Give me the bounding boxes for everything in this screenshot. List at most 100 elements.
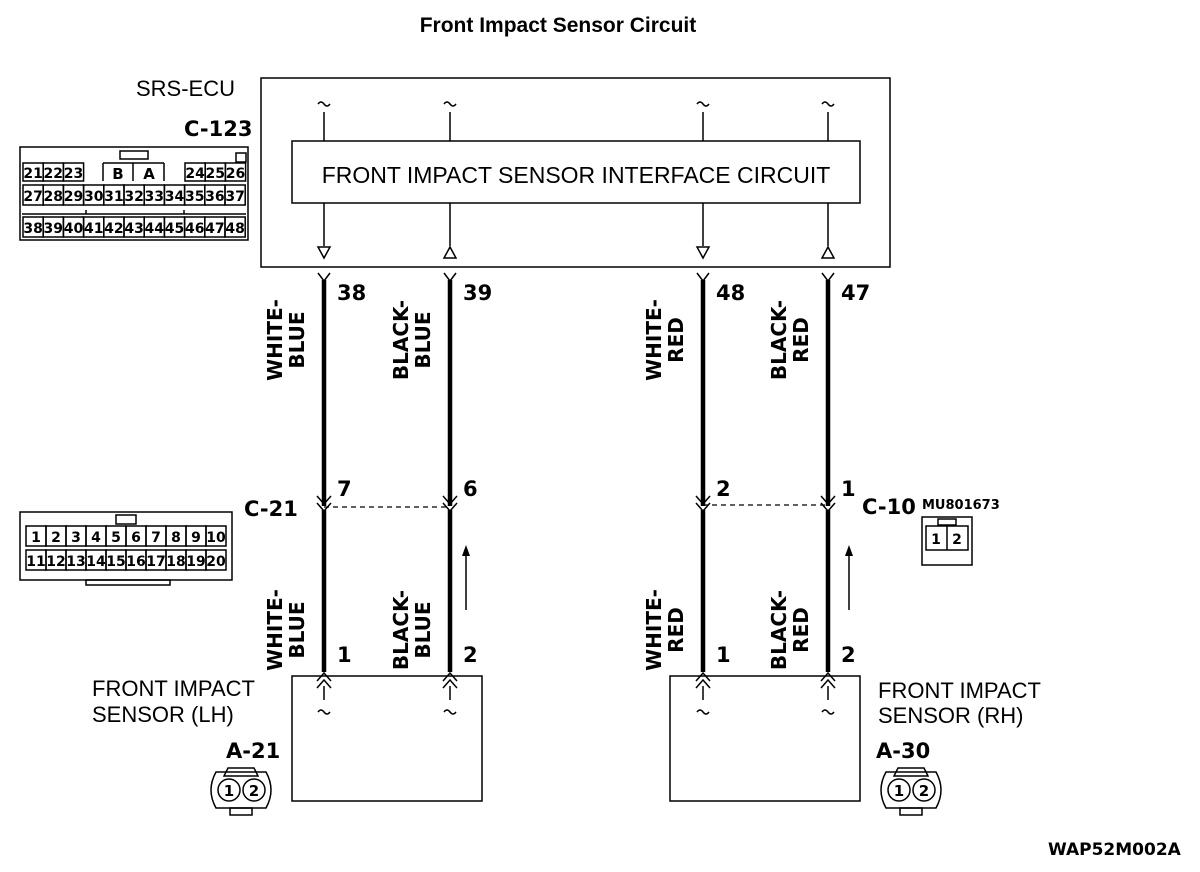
sensor-pin-number-3: 1: [716, 643, 731, 667]
sensor-lh-connector-face: 1 2: [210, 767, 272, 816]
c21-pin-2: 2: [51, 530, 61, 546]
wire-color-label-upper-2: BLACK-BLUE: [389, 300, 435, 380]
mid-pin-number-4: 1: [841, 477, 856, 501]
sensor-pin-number-2: 2: [463, 643, 478, 667]
wire-color-label-lower-1: WHITE-BLUE: [263, 589, 309, 671]
c21-pin-7: 7: [151, 530, 161, 546]
sensor-rh-pin-2: 2: [919, 782, 929, 800]
c123-pin-25: 25: [206, 166, 225, 182]
ecu-pin-number-3: 48: [716, 281, 745, 305]
figure-code: WAP52M002A: [1048, 840, 1182, 860]
c21-pin-9: 9: [191, 530, 201, 546]
ecu-connector-id: C-123: [184, 117, 252, 141]
c123-pin-36: 36: [205, 189, 224, 205]
c21-pin-13: 13: [66, 554, 85, 570]
c21-pin-16: 16: [126, 554, 145, 570]
c21-pin-11: 11: [26, 554, 45, 570]
sensor-lh-pin-1: 1: [224, 782, 234, 800]
sensor-lh-pin-2: 2: [249, 782, 259, 800]
wire-color-label-lower-3: WHITE-RED: [642, 589, 688, 671]
c123-pin-45: 45: [165, 221, 184, 237]
c123-pin-38: 38: [23, 221, 42, 237]
wire-color-label-upper-3: WHITE-RED: [642, 299, 688, 381]
c123-pin-26: 26: [226, 166, 245, 182]
svg-text:RED: RED: [664, 317, 688, 363]
wire-color-label-lower-4: BLACK-RED: [767, 590, 813, 670]
c21-pin-1: 1: [31, 530, 41, 546]
svg-text:BLUE: BLUE: [411, 601, 435, 658]
c123-pin-B: B: [112, 165, 123, 183]
c123-pin-44: 44: [145, 221, 165, 237]
c21-pin-12: 12: [46, 554, 65, 570]
svg-text:RED: RED: [664, 607, 688, 653]
c123-pin-28: 28: [44, 189, 63, 205]
interface-circuit-box: [291, 140, 861, 204]
interface-circuit-label: FRONT IMPACT SENSOR INTERFACE CIRCUIT: [322, 162, 831, 188]
sensor-lh-box: [291, 675, 483, 802]
sensor-rh-pin-1: 1: [894, 782, 904, 800]
c21-label: C-21: [244, 497, 298, 521]
c123-pin-33: 33: [145, 189, 164, 205]
c21-pin-4: 4: [91, 530, 101, 546]
svg-text:BLACK-: BLACK-: [389, 300, 413, 380]
mid-pin-number-2: 6: [463, 477, 478, 501]
wire-color-label-upper-4: BLACK-RED: [767, 300, 813, 380]
c123-pin-30: 30: [84, 189, 104, 205]
c123-pin-31: 31: [104, 189, 123, 205]
c123-pin-40: 40: [64, 221, 84, 237]
c21-pin-20: 20: [206, 554, 226, 570]
svg-text:WHITE-: WHITE-: [263, 299, 287, 381]
svg-text:BLUE: BLUE: [285, 311, 309, 368]
sensor-rh-line1: FRONT IMPACT: [878, 678, 1041, 703]
sensor-lh-line1: FRONT IMPACT: [92, 676, 255, 701]
c123-pin-21: 21: [23, 166, 42, 182]
mid-pin-number-1: 7: [337, 477, 352, 501]
c10-part-number: MU801673: [922, 498, 1000, 513]
svg-text:BLUE: BLUE: [285, 601, 309, 658]
current-arrow-rh: [845, 545, 853, 610]
mid-pin-number-3: 2: [716, 477, 731, 501]
c123-pin-24: 24: [185, 166, 205, 182]
c123-pin-32: 32: [124, 189, 143, 205]
svg-text:WHITE-: WHITE-: [263, 589, 287, 671]
sensor-rh-connector-id: A-30: [876, 739, 930, 763]
sensor-rh-line2: SENSOR (RH): [878, 703, 1023, 728]
c123-pin-39: 39: [44, 221, 63, 237]
wire-color-label-upper-1: WHITE-BLUE: [263, 299, 309, 381]
ecu-pin-number-1: 38: [337, 281, 366, 305]
c10-pin-1: 1: [931, 532, 941, 548]
c123-pin-41: 41: [84, 221, 103, 237]
c123-pin-37: 37: [225, 189, 244, 205]
sensor-rh-box: [669, 675, 861, 802]
c123-pin-29: 29: [64, 189, 83, 205]
sensor-lh-connector-id: A-21: [226, 739, 280, 763]
ecu-pin-number-4: 47: [841, 281, 870, 305]
c10-connector-face: 1 2: [921, 516, 973, 566]
c123-pin-35: 35: [185, 189, 204, 205]
svg-text:WHITE-: WHITE-: [642, 299, 666, 381]
c123-pin-27: 27: [23, 189, 42, 205]
c123-pin-22: 22: [44, 166, 63, 182]
current-arrow-lh: [462, 545, 470, 610]
sensor-pin-number-4: 2: [841, 643, 856, 667]
c21-pin-8: 8: [171, 530, 181, 546]
c21-pin-15: 15: [106, 554, 125, 570]
c123-pin-48: 48: [225, 221, 244, 237]
c123-pin-34: 34: [165, 189, 185, 205]
c123-pin-42: 42: [104, 221, 123, 237]
svg-text:RED: RED: [789, 317, 813, 363]
sensor-rh-connector-face: 1 2: [880, 767, 942, 816]
svg-text:BLACK-: BLACK-: [767, 300, 791, 380]
svg-text:WHITE-: WHITE-: [642, 589, 666, 671]
ecu-label: SRS-ECU: [136, 76, 235, 101]
c123-pin-43: 43: [124, 221, 143, 237]
c21-pin-5: 5: [111, 530, 121, 546]
svg-text:RED: RED: [789, 607, 813, 653]
c21-pin-14: 14: [86, 554, 106, 570]
